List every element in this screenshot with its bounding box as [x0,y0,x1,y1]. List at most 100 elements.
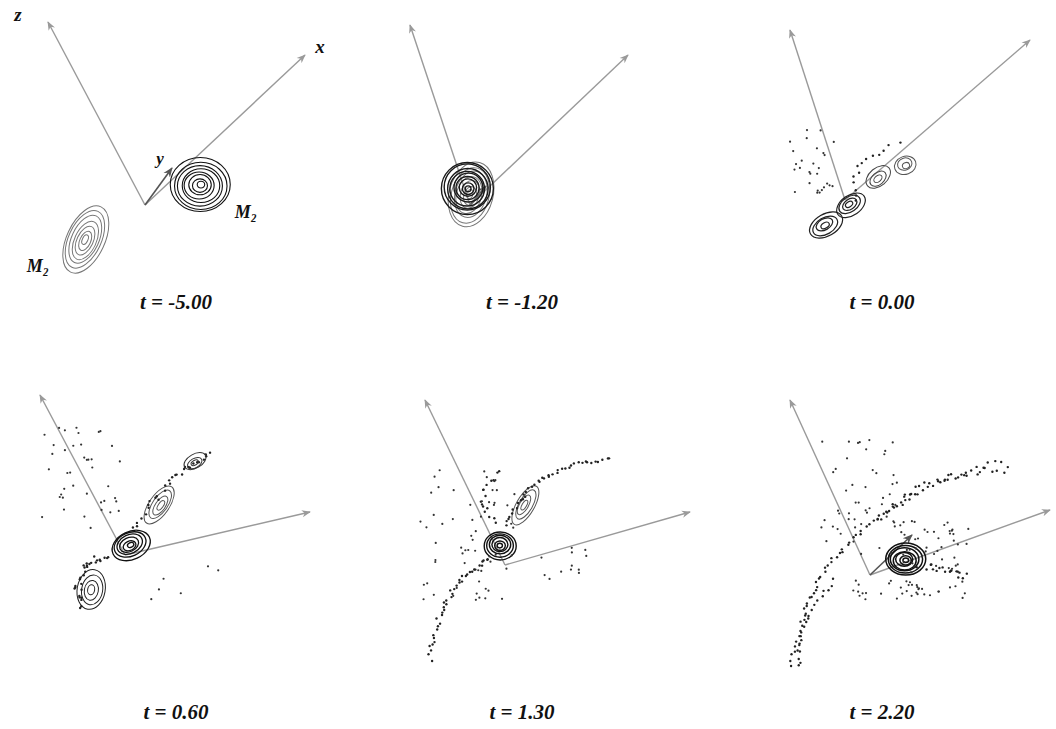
star-particle [437,625,439,627]
star-particle [883,513,885,515]
star-particle [547,474,549,476]
star-particle [43,434,45,436]
star-particle [495,554,497,556]
density-contour [867,168,889,189]
star-particle [522,493,524,495]
star-particle [941,558,943,560]
star-particle [975,466,977,468]
star-particle [506,504,508,506]
star-particle [527,487,529,489]
star-particle [886,511,888,513]
star-particle [901,593,903,595]
star-particle [949,530,951,532]
star-particle [815,581,817,583]
star-particle [965,472,967,474]
star-particle [911,562,913,564]
star-particle [474,550,476,552]
star-particle [571,551,573,553]
star-particle [492,479,494,481]
star-particle [428,645,430,647]
star-particle [74,586,76,588]
star-particle [585,555,587,557]
star-particle [491,489,493,491]
star-particle [903,534,905,536]
star-particle [812,162,814,164]
star-particle [799,650,801,652]
star-particle [513,493,515,495]
star-particle [83,456,85,458]
star-particle [940,546,942,548]
star-particle [524,496,526,498]
star-particle [950,570,952,572]
star-particle [953,540,955,542]
star-particle [147,504,149,506]
star-particle [564,467,566,469]
axis-line [40,395,125,555]
star-particle [430,492,432,494]
star-particle [861,162,863,164]
star-particle [847,544,849,546]
star-particle [800,639,802,641]
star-particle [803,607,805,609]
density-contour [497,543,502,548]
star-particle [866,512,868,514]
star-particle [114,497,116,499]
star-particle [217,569,219,571]
star-particle [494,479,496,481]
star-particle [836,556,838,558]
density-contour [448,169,488,209]
star-particle [809,596,811,598]
star-particle [570,568,572,570]
star-particle [427,653,429,655]
star-particle [823,186,825,188]
star-particle [80,599,82,601]
star-particle [962,577,964,579]
star-particle [887,144,889,146]
star-particle [824,571,826,573]
star-particle [419,520,421,522]
star-particle [841,548,843,550]
star-particle [949,571,951,573]
star-particle [848,518,850,520]
star-particle [164,489,166,491]
star-particle [90,527,92,529]
star-particle [115,500,117,502]
star-particle [833,141,835,143]
star-particle [933,553,935,555]
star-particle [906,549,908,551]
axis-line [790,400,870,575]
star-particle [140,517,142,519]
star-particle [929,594,931,596]
star-particle [72,445,74,447]
star-particle [952,533,954,535]
star-particle [578,572,580,574]
star-particle [904,493,906,495]
density-contour [175,162,228,209]
star-particle [441,523,443,525]
star-particle [531,486,533,488]
density-contour [441,157,501,232]
star-particle [905,580,907,582]
star-particle [806,137,808,139]
star-particle [865,158,867,160]
star-particle [181,473,183,475]
star-particle [928,482,930,484]
star-particle [930,563,932,565]
star-particle [915,566,917,568]
density-contour [456,176,479,199]
star-particle [445,603,447,605]
star-particle [100,501,102,503]
star-particle [480,570,482,572]
star-particle [819,129,821,131]
star-particle [478,580,480,582]
star-particle [951,568,953,570]
axis-line [145,55,305,205]
star-particle [470,535,472,537]
star-particle [976,473,978,475]
star-particle [823,519,825,521]
star-particle [937,590,939,592]
star-particle [493,504,495,506]
star-particle [925,568,927,570]
star-particle [960,473,962,475]
star-particle [889,493,891,495]
